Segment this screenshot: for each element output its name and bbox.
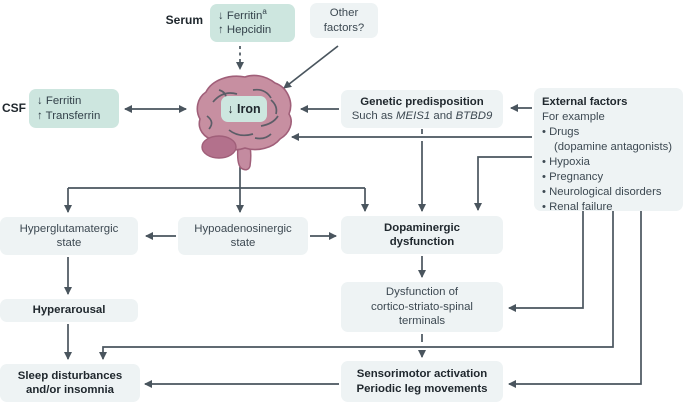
genetic-title: Genetic predisposition bbox=[360, 95, 484, 108]
serum-hepcidin-line: ↑ Hepcidin bbox=[218, 24, 272, 36]
hyperglutamatergic-line2: state bbox=[56, 237, 82, 249]
external-item-pregnancy: • Pregnancy bbox=[542, 171, 604, 183]
arrow-external-to-dopaminergic bbox=[474, 156, 532, 211]
arrow-otherfactors-to-brain bbox=[283, 45, 339, 89]
serum-ferritin-line: ↓ Ferritina bbox=[218, 6, 267, 22]
cortico-striato-spinal-box: Dysfunction of cortico-striato-spinal te… bbox=[341, 282, 503, 332]
genetic-subtitle: Such as MEIS1 and BTBD9 bbox=[351, 110, 493, 122]
external-item-drugs: • Drugs bbox=[542, 126, 580, 138]
external-factors-box: External factors For example • Drugs (do… bbox=[534, 88, 683, 213]
sensorimotor-line1: Sensorimotor activation bbox=[356, 368, 488, 380]
gene-meis1: MEIS1 bbox=[396, 110, 431, 122]
line-brain-branch bbox=[68, 167, 365, 189]
arrow-external-to-sensorimotor bbox=[508, 211, 642, 388]
hyperglutamatergic-line1: Hyperglutamatergic bbox=[19, 222, 119, 235]
dopaminergic-dysfunction-box: Dopaminergic dysfunction bbox=[341, 216, 503, 254]
csf-transferrin-line: ↑ Transferrin bbox=[37, 109, 101, 122]
hypoadenosinergic-line1: Hypoadenosinergic bbox=[194, 222, 292, 235]
cortico-line3: terminals bbox=[398, 315, 446, 328]
sleep-disturbances-box: Sleep disturbances and/or insomnia bbox=[0, 364, 140, 402]
cerebellum-shape bbox=[201, 135, 237, 159]
csf-box: ↓ Ferritin ↑ Transferrin bbox=[29, 89, 119, 128]
serum-label: Serum bbox=[165, 13, 203, 27]
hyperarousal-box: Hyperarousal bbox=[0, 299, 138, 322]
cortico-line1: Dysfunction of bbox=[385, 286, 459, 299]
csf-label: CSF bbox=[2, 101, 26, 115]
dopaminergic-line2: dysfunction bbox=[389, 236, 455, 248]
other-factors-line2: factors? bbox=[323, 21, 365, 34]
gene-btbd9: BTBD9 bbox=[455, 110, 493, 122]
hyperglutamatergic-state-box: Hyperglutamatergic state bbox=[0, 217, 138, 255]
sensorimotor-activation-box: Sensorimotor activation Periodic leg mov… bbox=[341, 361, 503, 402]
genetic-predisposition-box: Genetic predisposition Such as MEIS1 and… bbox=[341, 90, 503, 128]
hypoadenosinergic-line2: state bbox=[230, 237, 256, 249]
sensorimotor-line2: Periodic leg movements bbox=[356, 382, 488, 395]
other-factors-line1: Other bbox=[329, 7, 359, 19]
footnote-marker: a bbox=[262, 6, 267, 16]
brainstem-shape bbox=[236, 145, 252, 171]
hypoadenosinergic-state-box: Hypoadenosinergic state bbox=[178, 217, 308, 255]
external-item-hypoxia: • Hypoxia bbox=[542, 156, 590, 168]
external-item-dopamine-antagonists: (dopamine antagonists) bbox=[554, 141, 673, 153]
serum-box: ↓ Ferritina ↑ Hepcidin bbox=[210, 4, 295, 42]
iron-box: ↓ Iron bbox=[221, 96, 267, 122]
other-factors-box: Other factors? bbox=[310, 3, 378, 38]
sleep-line2: and/or insomnia bbox=[26, 384, 114, 396]
external-item-renal-failure: • Renal failure bbox=[542, 201, 613, 213]
external-factors-subtitle: For example bbox=[542, 111, 605, 123]
cortico-line2: cortico-striato-spinal bbox=[371, 300, 473, 313]
external-item-neurological-disorders: • Neurological disorders bbox=[542, 186, 662, 198]
external-factors-title: External factors bbox=[542, 96, 628, 108]
dopaminergic-line1: Dopaminergic bbox=[384, 221, 460, 234]
arrow-external-to-cortico bbox=[508, 211, 584, 312]
csf-ferritin-line: ↓ Ferritin bbox=[37, 95, 82, 107]
brain-icon bbox=[196, 74, 292, 171]
sleep-line1: Sleep disturbances bbox=[17, 369, 123, 382]
